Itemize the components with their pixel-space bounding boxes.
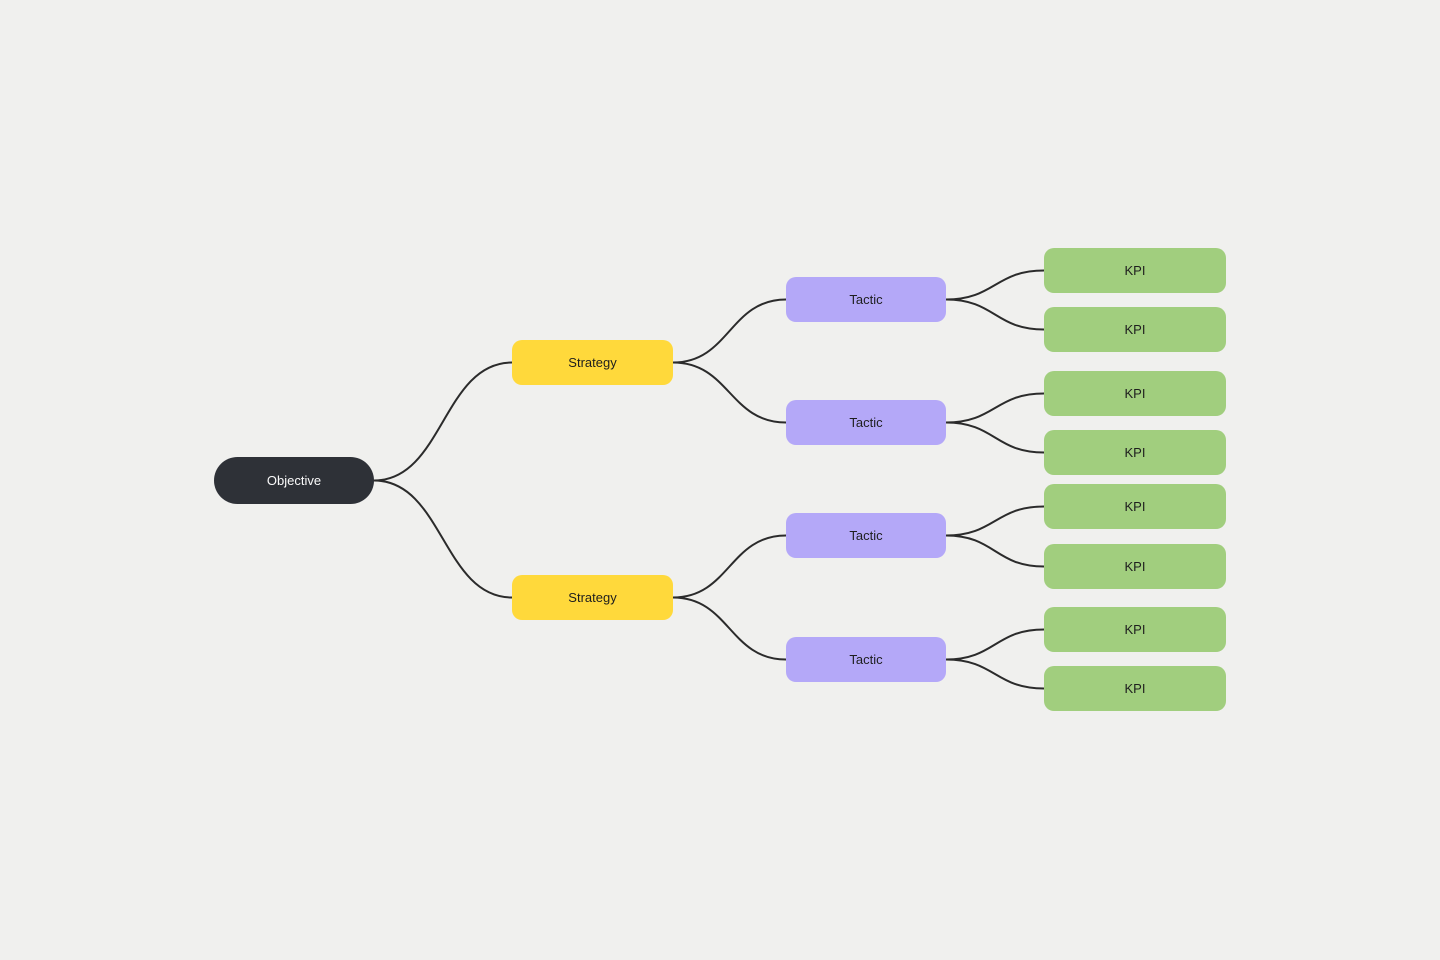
node-tactic-1[interactable]: Tactic <box>786 277 946 322</box>
node-strategy-2[interactable]: Strategy <box>512 575 673 620</box>
node-tactic-3[interactable]: Tactic <box>786 513 946 558</box>
node-kpi-7-label: KPI <box>1124 622 1146 637</box>
edge-tactic-3-kpi-6 <box>945 534 1045 568</box>
edge-tactic-3-kpi-5 <box>945 505 1045 537</box>
node-kpi-4-label: KPI <box>1124 445 1146 460</box>
node-kpi-8-label: KPI <box>1124 681 1146 696</box>
node-kpi-4[interactable]: KPI <box>1044 430 1226 475</box>
node-kpi-3[interactable]: KPI <box>1044 371 1226 416</box>
edge-strategy-2-tactic-3 <box>672 534 787 599</box>
edge-tactic-4-kpi-8 <box>945 658 1045 690</box>
node-strategy-1-label: Strategy <box>568 355 617 370</box>
node-tactic-4-label: Tactic <box>849 652 883 667</box>
node-kpi-6[interactable]: KPI <box>1044 544 1226 589</box>
node-kpi-7[interactable]: KPI <box>1044 607 1226 652</box>
node-tactic-2[interactable]: Tactic <box>786 400 946 445</box>
node-kpi-6-label: KPI <box>1124 559 1146 574</box>
edge-tactic-1-kpi-2 <box>945 298 1045 331</box>
edge-strategy-1-tactic-2 <box>672 361 787 424</box>
node-tactic-3-label: Tactic <box>849 528 883 543</box>
edge-objective-strategy-1 <box>373 361 513 482</box>
edge-tactic-2-kpi-3 <box>945 392 1045 424</box>
node-tactic-2-label: Tactic <box>849 415 883 430</box>
node-kpi-3-label: KPI <box>1124 386 1146 401</box>
node-tactic-4[interactable]: Tactic <box>786 637 946 682</box>
node-objective[interactable]: Objective <box>214 457 374 504</box>
edge-tactic-1-kpi-1 <box>945 269 1045 301</box>
edge-objective-strategy-2 <box>373 479 513 599</box>
edge-tactic-4-kpi-7 <box>945 628 1045 661</box>
node-strategy-2-label: Strategy <box>568 590 617 605</box>
node-kpi-1-label: KPI <box>1124 263 1146 278</box>
node-tactic-1-label: Tactic <box>849 292 883 307</box>
node-kpi-8[interactable]: KPI <box>1044 666 1226 711</box>
edge-strategy-1-tactic-1 <box>672 298 787 364</box>
edges-group <box>373 269 1045 690</box>
node-kpi-1[interactable]: KPI <box>1044 248 1226 293</box>
node-strategy-1[interactable]: Strategy <box>512 340 673 385</box>
node-kpi-5-label: KPI <box>1124 499 1146 514</box>
node-objective-label: Objective <box>266 473 322 488</box>
node-kpi-5[interactable]: KPI <box>1044 484 1226 529</box>
node-kpi-2-label: KPI <box>1124 322 1146 337</box>
node-kpi-2[interactable]: KPI <box>1044 307 1226 352</box>
edge-strategy-2-tactic-4 <box>672 596 787 661</box>
edge-tactic-2-kpi-4 <box>945 421 1045 454</box>
